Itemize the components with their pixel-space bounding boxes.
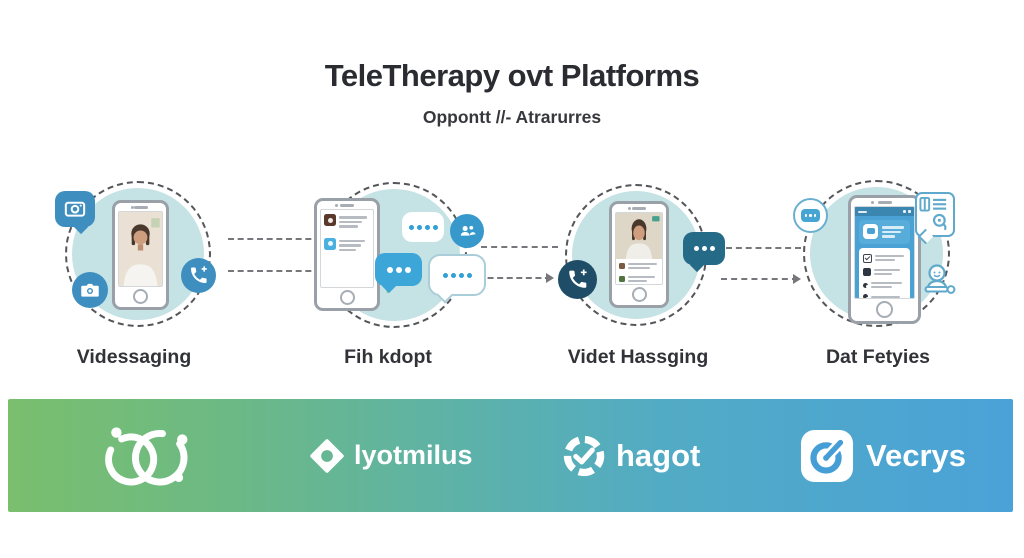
- logo-vecrys-text: Vecrys: [866, 437, 966, 473]
- chat-circle-outline: [793, 198, 828, 233]
- checklist-row: [863, 280, 906, 290]
- woman-video-avatar: [119, 212, 162, 286]
- double-rings-icon: [105, 426, 188, 485]
- compass-square-icon: [800, 429, 854, 482]
- message-row: [616, 259, 662, 272]
- photo-icon: [64, 201, 86, 217]
- phone-data-app: [848, 195, 921, 324]
- chat-bubble-dark: [683, 232, 725, 265]
- app-header: [855, 207, 914, 216]
- chat-bubble-white: [402, 212, 444, 242]
- chat-bubble-blue: [375, 253, 422, 286]
- step-3-label: Videt Hassging: [567, 346, 709, 368]
- phone-screen-video-chat: [615, 212, 663, 285]
- phone-chat-list: [314, 198, 380, 311]
- people-circle: [450, 214, 484, 248]
- camera-circle: [72, 272, 108, 308]
- partner-logo-bar: lyotmilus hagot Vecrys: [8, 399, 1013, 512]
- phone-screen-data: [854, 206, 915, 299]
- phone-speaker: [320, 202, 374, 209]
- phone-home-button: [133, 289, 148, 304]
- chat-avatar-icon: [324, 214, 336, 226]
- phone-video-call: [112, 200, 169, 310]
- call-circle-dark: [558, 260, 597, 299]
- step-2-label: Fih kdopt: [344, 346, 432, 368]
- page-subtitle: Oppontt //- Atrarurres: [422, 107, 602, 127]
- phone-speaker: [118, 204, 163, 211]
- step-4-label: Dat Fetyies: [825, 346, 931, 368]
- camera-icon: [81, 283, 99, 297]
- phone-home-button: [631, 287, 647, 302]
- logo-vecrys: Vecrys: [800, 429, 966, 483]
- call-plus-icon: [190, 266, 207, 284]
- dashed-line: [726, 247, 801, 249]
- page-title: TeleTherapy ovt Platforms: [324, 58, 700, 93]
- document-lock-icon: [919, 196, 947, 231]
- video-call-circle: [181, 258, 216, 293]
- phone-speaker: [615, 205, 663, 212]
- phone-home-button: [876, 301, 893, 318]
- chat-app-icon: [863, 224, 878, 239]
- photo-bubble-icon: [55, 191, 95, 227]
- dashed-arrow: [478, 272, 554, 283]
- logo-lyotmilus-text: lyotmilus: [354, 440, 473, 470]
- checklist-row: [863, 267, 906, 277]
- logo-hagot: hagot: [562, 434, 700, 478]
- checklist-panel: [859, 247, 910, 298]
- dashed-line: [481, 246, 558, 248]
- mascot-icon: [924, 264, 956, 294]
- shutter-check-icon: [563, 435, 605, 476]
- dashed-arrow: [228, 265, 324, 276]
- phone-screen-video: [118, 211, 163, 287]
- dashed-arrow: [721, 273, 801, 284]
- phone-video-chat: [609, 201, 669, 308]
- chat-bubble-outlined: [428, 254, 486, 296]
- chat-list-item: [321, 210, 373, 234]
- phone-home-button: [339, 290, 355, 305]
- phone-screen-chat-list: [320, 209, 374, 288]
- diamond-icon: [310, 438, 344, 473]
- chat-list-item: [321, 234, 373, 258]
- woman-video-thumbnail: [616, 213, 662, 259]
- dashed-arrow: [228, 233, 324, 244]
- mini-chat-bubble: [801, 209, 820, 222]
- checklist-row: [863, 253, 906, 263]
- call-plus-icon: [569, 269, 587, 288]
- secure-document-icon: [915, 192, 955, 237]
- step-1-label: Videssaging: [76, 346, 192, 368]
- logo-hagot-text: hagot: [616, 437, 701, 473]
- app-info-card: [859, 220, 910, 244]
- phone-speaker: [854, 199, 915, 206]
- message-row: [616, 272, 662, 284]
- support-mascot: [920, 262, 956, 296]
- checklist-row: [863, 294, 906, 298]
- logo-lyotmilus: lyotmilus: [308, 437, 473, 475]
- chat-avatar-icon: [324, 237, 336, 250]
- logo-double-rings: [93, 419, 197, 493]
- people-icon: [460, 225, 476, 236]
